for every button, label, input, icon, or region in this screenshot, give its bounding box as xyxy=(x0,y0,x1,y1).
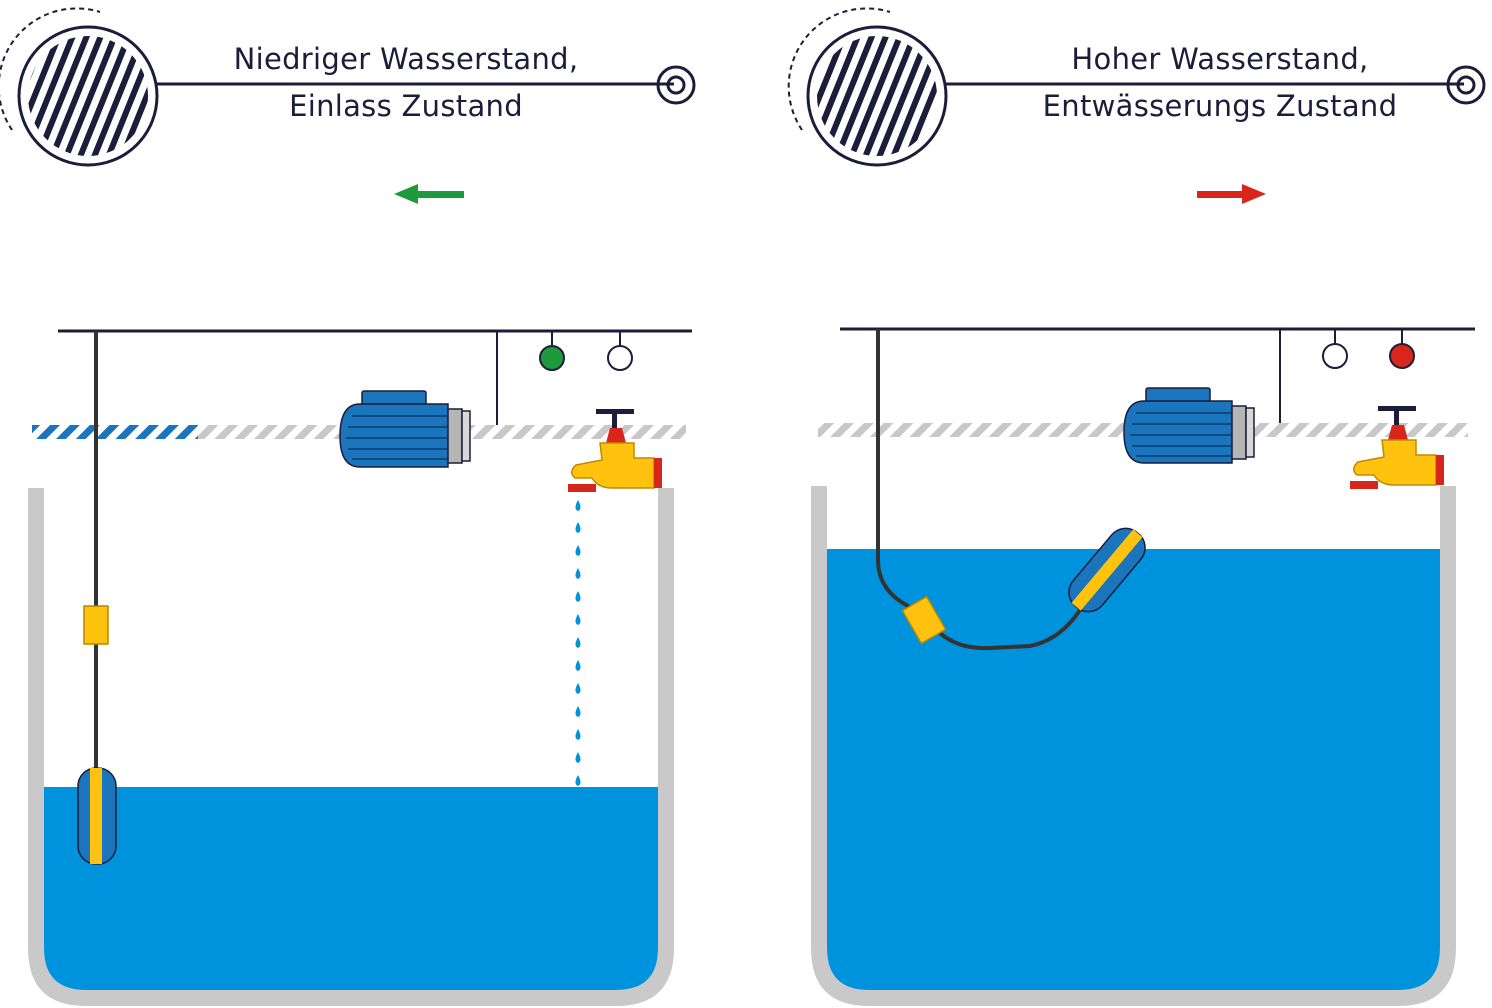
indicator-light-green xyxy=(539,331,565,371)
arrow-right-icon xyxy=(1197,184,1266,204)
counterweight xyxy=(83,605,109,645)
indicator-light-red xyxy=(1389,329,1415,369)
float-icon-right xyxy=(1068,527,1146,613)
arrow-left-icon xyxy=(394,184,464,204)
tank-left xyxy=(28,488,674,1006)
pump-motor-icon xyxy=(339,390,471,468)
caption-left-line1: Niedriger Wasserstand, xyxy=(233,42,579,76)
caption-left-line2: Einlass Zustand xyxy=(289,89,523,123)
float-switch-left xyxy=(77,331,117,865)
caption-right-line1: Hoher Wasserstand, xyxy=(1071,42,1369,76)
counterweight-right xyxy=(901,595,947,645)
pump-motor-icon-right xyxy=(1123,387,1255,464)
cable-drum-icon xyxy=(0,7,696,167)
indicator-light-off xyxy=(607,331,633,371)
caption-right: Hoher Wasserstand, Entwässerungs Zustand xyxy=(990,36,1450,130)
panel-left xyxy=(0,7,696,1006)
water-drops xyxy=(575,500,581,786)
cable-drum-icon-right xyxy=(787,7,1486,167)
panel-right xyxy=(787,7,1486,1006)
caption-right-line2: Entwässerungs Zustand xyxy=(1042,89,1398,123)
faucet-icon xyxy=(568,409,662,492)
water-left xyxy=(44,787,658,990)
indicator-light-off-right xyxy=(1322,329,1348,369)
ground-hatch-blue xyxy=(32,425,198,439)
float-switch-right xyxy=(876,329,1146,651)
float-icon xyxy=(77,767,117,865)
caption-left: Niedriger Wasserstand, Einlass Zustand xyxy=(196,36,616,130)
faucet-icon-right xyxy=(1350,406,1444,489)
